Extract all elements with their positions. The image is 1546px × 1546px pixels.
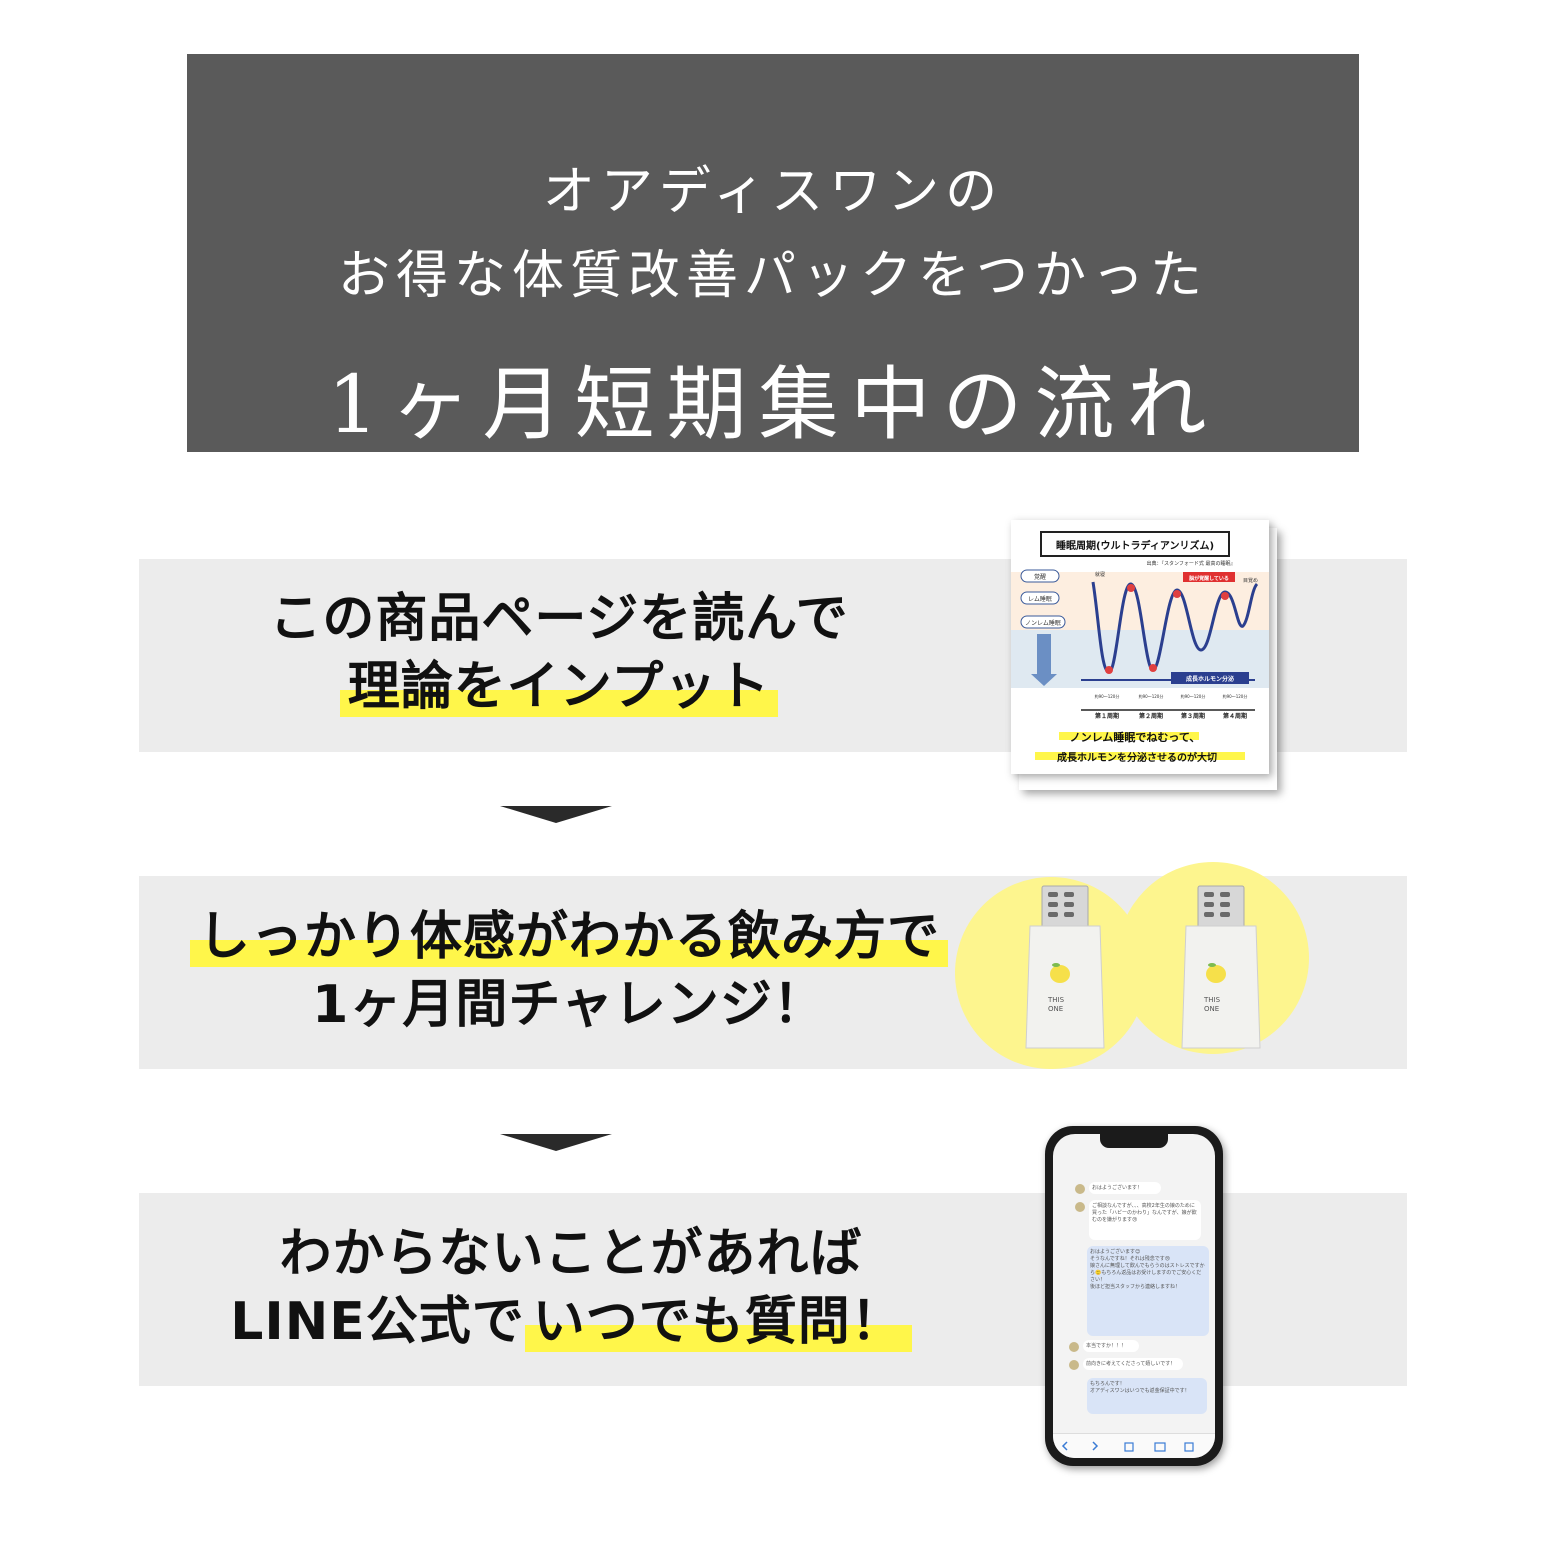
legend-rem: レム睡眠 <box>1028 595 1052 603</box>
chart-source: 出典：『スタンフォード式 最高の睡眠』 <box>1147 560 1236 567</box>
label-brain-awake: 脳が覚醒している <box>1189 575 1229 582</box>
chat-message: ご相談なんですが、、、高校2年生の娘のために買った「ハピーのかわり」なんですが、… <box>1089 1200 1201 1240</box>
reply-line: おはようございます😊 <box>1090 1249 1141 1255</box>
product-pack-1: THIS ONE <box>1025 885 1105 1049</box>
chat-screen: おはようございます！ ご相談なんですが、、、高校2年生の娘のために買った「ハピー… <box>1053 1134 1215 1458</box>
cycle-duration-3: 約90〜120分 <box>1181 693 1206 699</box>
cycle-label-4: 第４周期 <box>1222 712 1247 720</box>
label-bedtime: 就寝 <box>1095 571 1105 578</box>
step-1-line-2-highlight: 理論をインプット <box>339 657 779 717</box>
sleep-cycle-chart-image: 睡眠周期(ウルトラディアンリズム) 出典：『スタンフォード式 最高の睡眠』 覚醒… <box>1011 520 1269 774</box>
chart-title: 睡眠周期(ウルトラディアンリズム) <box>1056 539 1214 552</box>
reply-line: オアディスワンはいつでも返金保証中です！ <box>1090 1388 1190 1394</box>
phone-mockup: おはようございます！ ご相談なんですが、、、高校2年生の娘のために買った「ハピー… <box>1045 1126 1223 1466</box>
chat-message: おはようございます！ <box>1089 1182 1161 1194</box>
reply-line: もちろんです！ <box>1090 1381 1125 1387</box>
step-3-line-2-plain: LINE公式で <box>230 1292 525 1352</box>
chat-message: 前向きに考えてくださって嬉しいです！ <box>1083 1358 1183 1370</box>
avatar <box>1075 1202 1085 1212</box>
legend-awake: 覚醒 <box>1034 573 1046 581</box>
reply-line: 後ほど担当スタッフから連絡しますね！ <box>1090 1284 1181 1290</box>
chart-caption-1: ノンレム睡眠でねむって、 <box>1070 730 1201 744</box>
chart-caption-2: 成長ホルモンを分泌させるのが大切 <box>1057 751 1217 764</box>
browser-toolbar <box>1053 1433 1215 1458</box>
flow-arrow-1 <box>500 806 612 823</box>
pack-1-brand-1: THIS <box>1047 996 1065 1004</box>
step-3-line-1: わからないことがあれば <box>279 1224 863 1284</box>
header-line-1: オアディスワンの <box>542 162 1004 222</box>
step-1-line-1: この商品ページを読んで <box>269 589 849 649</box>
product-pack-2: THIS ONE <box>1181 885 1261 1049</box>
header-banner: オアディスワンの お得な体質改善パックをつかった 1ヶ月短期集中の流れ <box>187 54 1359 452</box>
cycle-label-3: 第３周期 <box>1180 712 1205 720</box>
pack-1-brand-2: ONE <box>1048 1005 1063 1013</box>
pack-2-brand-2: ONE <box>1204 1005 1219 1013</box>
step-3-text: わからないことがあれば LINE公式でいつでも質問！ <box>151 1220 991 1356</box>
cycle-label-1: 第１周期 <box>1094 712 1119 720</box>
step-2-line-1-highlight: しっかり体感がわかる飲み方で <box>189 907 948 967</box>
chat-message-reply: おはようございます😊 そうなんですね！それは残念です😢 娘さんに無理して飲んでも… <box>1087 1246 1209 1336</box>
cycle-duration-1: 約90〜120分 <box>1095 693 1120 699</box>
flow-arrow-2 <box>500 1134 612 1151</box>
cycle-duration-2: 約90〜120分 <box>1139 693 1164 699</box>
reply-line: そうなんですね！それは残念です😢 <box>1090 1256 1170 1262</box>
step-2-line-2: 1ヶ月間チャレンジ！ <box>312 975 826 1035</box>
label-wakeup: 目覚め <box>1243 577 1258 584</box>
phone-notch <box>1100 1134 1168 1148</box>
reply-line: 娘さんに無理して飲んでもらうのはストレスですから🙂もちろん返品はお受けしますので… <box>1090 1263 1205 1283</box>
pack-2-brand-1: THIS <box>1203 996 1221 1004</box>
cycle-duration-4: 約90〜120分 <box>1223 693 1248 699</box>
sleep-cycle-graphic: 睡眠周期(ウルトラディアンリズム) 出典：『スタンフォード式 最高の睡眠』 覚醒… <box>1011 531 1269 764</box>
toolbar-icons <box>1061 1441 1194 1452</box>
step-2-text: しっかり体感がわかる飲み方で 1ヶ月間チャレンジ！ <box>149 903 989 1039</box>
label-growth-hormone: 成長ホルモン分泌 <box>1186 675 1234 683</box>
avatar <box>1075 1184 1085 1194</box>
step-1-text: この商品ページを読んで 理論をインプット <box>139 585 979 721</box>
chat-message-reply: もちろんです！ オアディスワンはいつでも返金保証中です！ <box>1087 1378 1207 1414</box>
step-3-line-2-highlight: いつでも質問！ <box>524 1292 912 1352</box>
legend-nonrem: ノンレム睡眠 <box>1025 619 1061 627</box>
avatar <box>1069 1342 1079 1352</box>
header-line-2: お得な体質改善パックをつかった <box>337 246 1208 306</box>
chat-message: 本当ですか！！！ <box>1083 1340 1139 1352</box>
avatar <box>1069 1360 1079 1370</box>
cycle-label-2: 第２周期 <box>1138 712 1163 720</box>
header-title: 1ヶ月短期集中の流れ <box>327 358 1219 451</box>
